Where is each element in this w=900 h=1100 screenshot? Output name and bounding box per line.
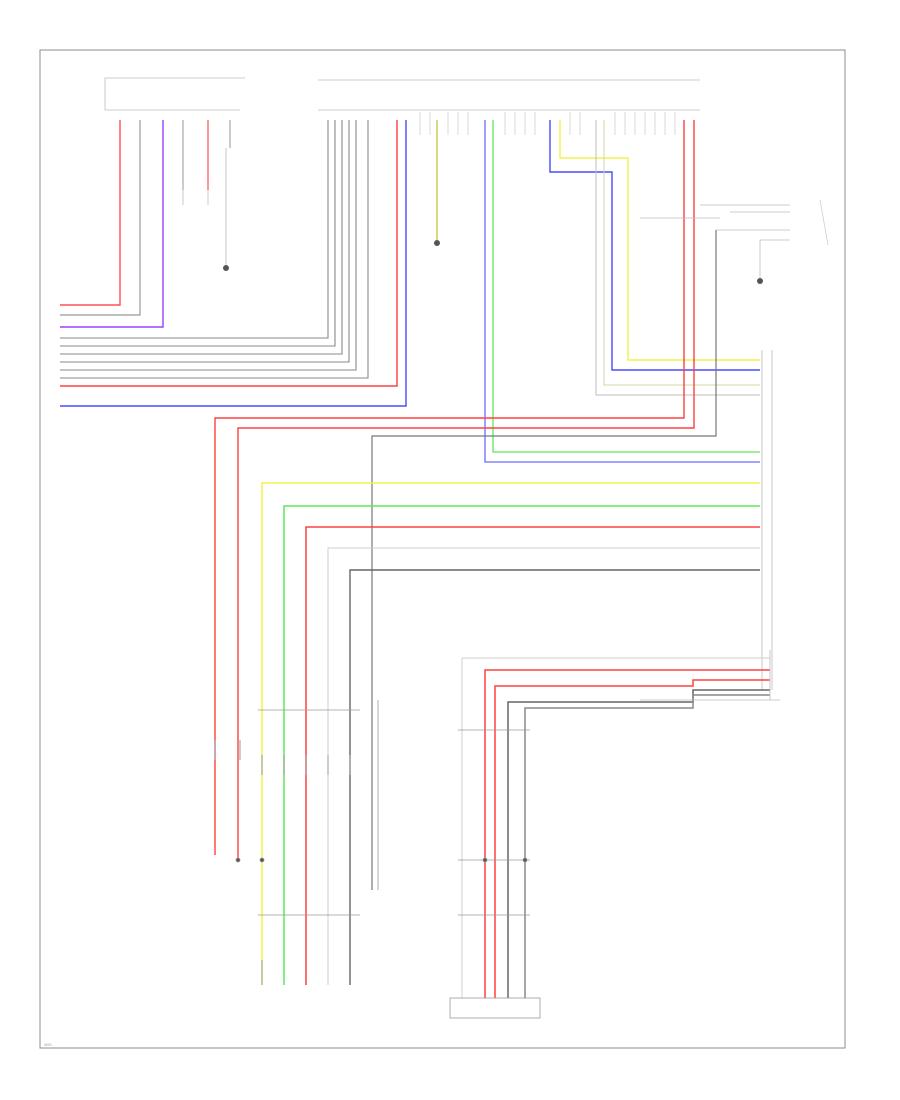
bottom-center-wires xyxy=(461,657,770,998)
wire-red-1 xyxy=(60,120,121,306)
left-bundle xyxy=(60,120,407,407)
wire-red-right-a xyxy=(214,120,685,855)
bottom-center-splices xyxy=(458,729,530,916)
diagram-frame xyxy=(39,49,846,1049)
ground-symbol xyxy=(223,265,229,271)
wire-gray-right-b xyxy=(603,120,760,386)
center-ground-wire xyxy=(434,120,440,246)
left-block-wires xyxy=(60,120,231,328)
splice-lines xyxy=(235,700,379,916)
top-left-connector xyxy=(104,77,245,271)
bottom-center-component xyxy=(449,997,541,1019)
wire-blue-long xyxy=(484,120,760,463)
right-bottom-unit xyxy=(640,650,780,701)
right-connector xyxy=(761,350,773,690)
wire-gray-bottom xyxy=(327,547,760,985)
wire-gray-1 xyxy=(60,120,141,316)
wire-yellow-right xyxy=(559,120,760,361)
wire-gray-right-a xyxy=(595,120,760,396)
wire-dark-bottom xyxy=(349,569,760,985)
wire-blue-right xyxy=(549,120,760,371)
bottom-left-stubs xyxy=(214,740,351,985)
wire-dark-right xyxy=(371,230,717,890)
wire-green-long xyxy=(492,120,760,453)
page-code: W/D xyxy=(44,1042,52,1047)
wire-red-right-b xyxy=(237,120,695,860)
wire-purple xyxy=(60,120,164,328)
wire-yellow-bottom xyxy=(261,482,760,985)
top-right-small-connector xyxy=(640,199,829,284)
wire-green-bottom xyxy=(283,505,760,985)
wire-red-bottom xyxy=(305,526,760,985)
top-right-connector xyxy=(318,79,700,135)
